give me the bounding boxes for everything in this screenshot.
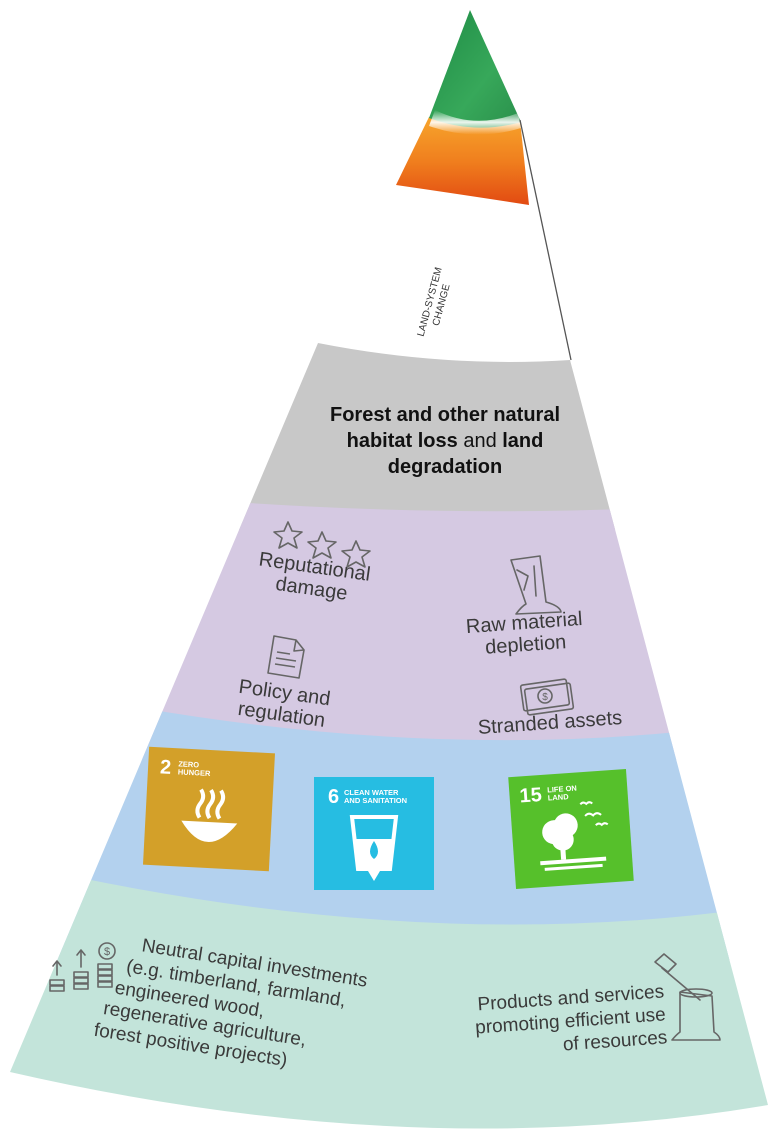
cone-orange xyxy=(396,117,529,205)
banknotes-icon: $ xyxy=(519,678,575,716)
band-purple xyxy=(10,480,768,760)
title-bold-part2: land degradation xyxy=(387,430,544,478)
rising-coins-icon: $ xyxy=(49,942,116,992)
title-bold-part1: Forest and other natural habitat loss xyxy=(329,404,561,452)
svg-text:$: $ xyxy=(542,692,548,703)
sdg-2-tile: 2 ZERO HUNGER xyxy=(142,746,276,872)
bowl-icon xyxy=(181,788,238,842)
sdg-15-tile: 15 LIFE ON LAND xyxy=(508,769,634,889)
document-icon xyxy=(267,635,305,679)
water-glass-icon xyxy=(349,815,399,881)
axe-stump-icon xyxy=(654,953,721,1041)
main-title: Forest and other natural habitat loss an… xyxy=(300,402,590,480)
title-mid: and xyxy=(457,430,503,452)
top-cone xyxy=(396,10,572,361)
cone-green xyxy=(429,10,521,128)
svg-text:$: $ xyxy=(104,946,110,958)
tree-stump-icon xyxy=(510,555,562,615)
stars-icon xyxy=(273,521,371,568)
band-green xyxy=(10,860,768,1129)
sdg-6-number: 6 xyxy=(328,786,340,808)
cone-edge-line xyxy=(519,119,572,361)
tree-birds-icon xyxy=(540,801,609,871)
sdg-6-label: CLEAN WATER AND SANITATION xyxy=(344,788,408,805)
sdg-6-tile: 6 CLEAN WATER AND SANITATION xyxy=(314,777,434,890)
